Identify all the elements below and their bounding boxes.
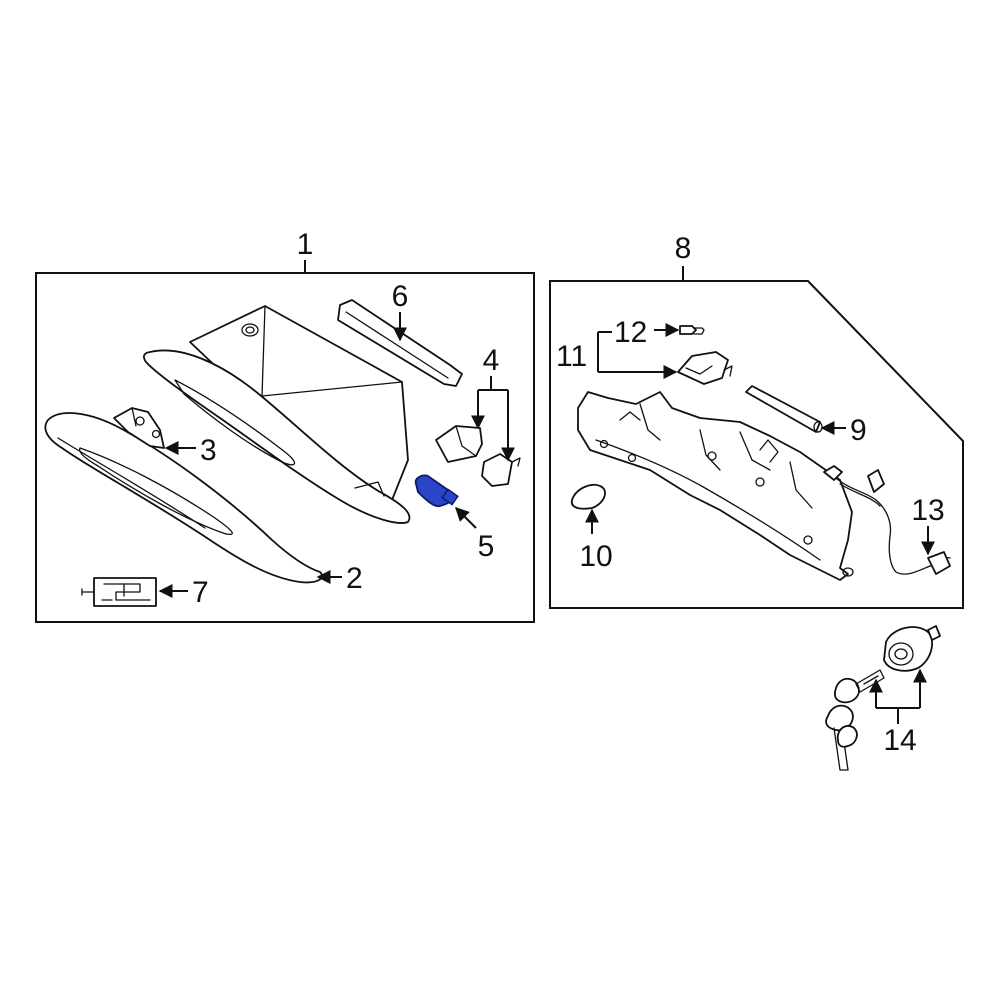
callout-1: 1 (297, 228, 314, 261)
callout-11: 11 (556, 340, 587, 373)
callout-4: 4 (483, 344, 500, 377)
callout-2: 2 (346, 562, 363, 595)
callout-5: 5 (478, 530, 495, 563)
group-1-box (35, 260, 535, 623)
callout-9: 9 (850, 414, 867, 447)
callout-3: 3 (200, 434, 217, 467)
lock-cylinder-and-keys[interactable] (825, 625, 941, 771)
lamp-bezel[interactable] (677, 351, 733, 385)
trim-strip[interactable] (337, 299, 463, 387)
callout-labels: 1 2 3 4 5 6 7 8 9 10 11 12 13 14 (192, 228, 945, 757)
callout-8: 8 (675, 232, 692, 265)
callout-12: 12 (614, 316, 647, 349)
rod[interactable] (745, 385, 823, 433)
glove-box-bin[interactable] (143, 305, 411, 524)
cap-pad[interactable] (570, 483, 606, 510)
group-8-box (549, 266, 964, 609)
bulb[interactable] (679, 325, 705, 335)
callout-10: 10 (579, 540, 612, 573)
callout-7: 7 (192, 576, 209, 609)
latch-parts[interactable] (435, 425, 521, 487)
leader-lines (158, 312, 935, 724)
lock-latch-assembly[interactable] (81, 577, 157, 607)
hinge-bracket[interactable] (113, 407, 165, 449)
callout-6: 6 (392, 280, 409, 313)
wire-harness[interactable] (823, 465, 951, 575)
callout-13: 13 (911, 494, 944, 527)
glove-box-housing[interactable] (577, 391, 854, 581)
damper-highlighted[interactable] (414, 474, 459, 508)
callout-14: 14 (883, 724, 916, 757)
